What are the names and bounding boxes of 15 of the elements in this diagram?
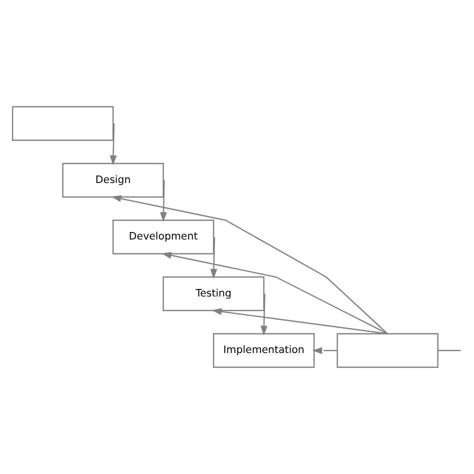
node-box: Design: [62, 162, 164, 198]
arrow: [162, 252, 388, 334]
arrow: [111, 195, 388, 334]
arrow: [212, 308, 388, 334]
arrow: [260, 294, 268, 336]
node-box: [336, 333, 438, 368]
arrow: [110, 123, 117, 166]
node-box: Testing: [162, 276, 264, 312]
node-box: Development: [112, 220, 214, 254]
node-box: Implementation: [212, 333, 315, 368]
node-box: [12, 106, 114, 141]
connector: [438, 350, 461, 352]
arrow: [210, 236, 218, 279]
arrow: [312, 347, 338, 354]
arrow: [160, 180, 167, 222]
